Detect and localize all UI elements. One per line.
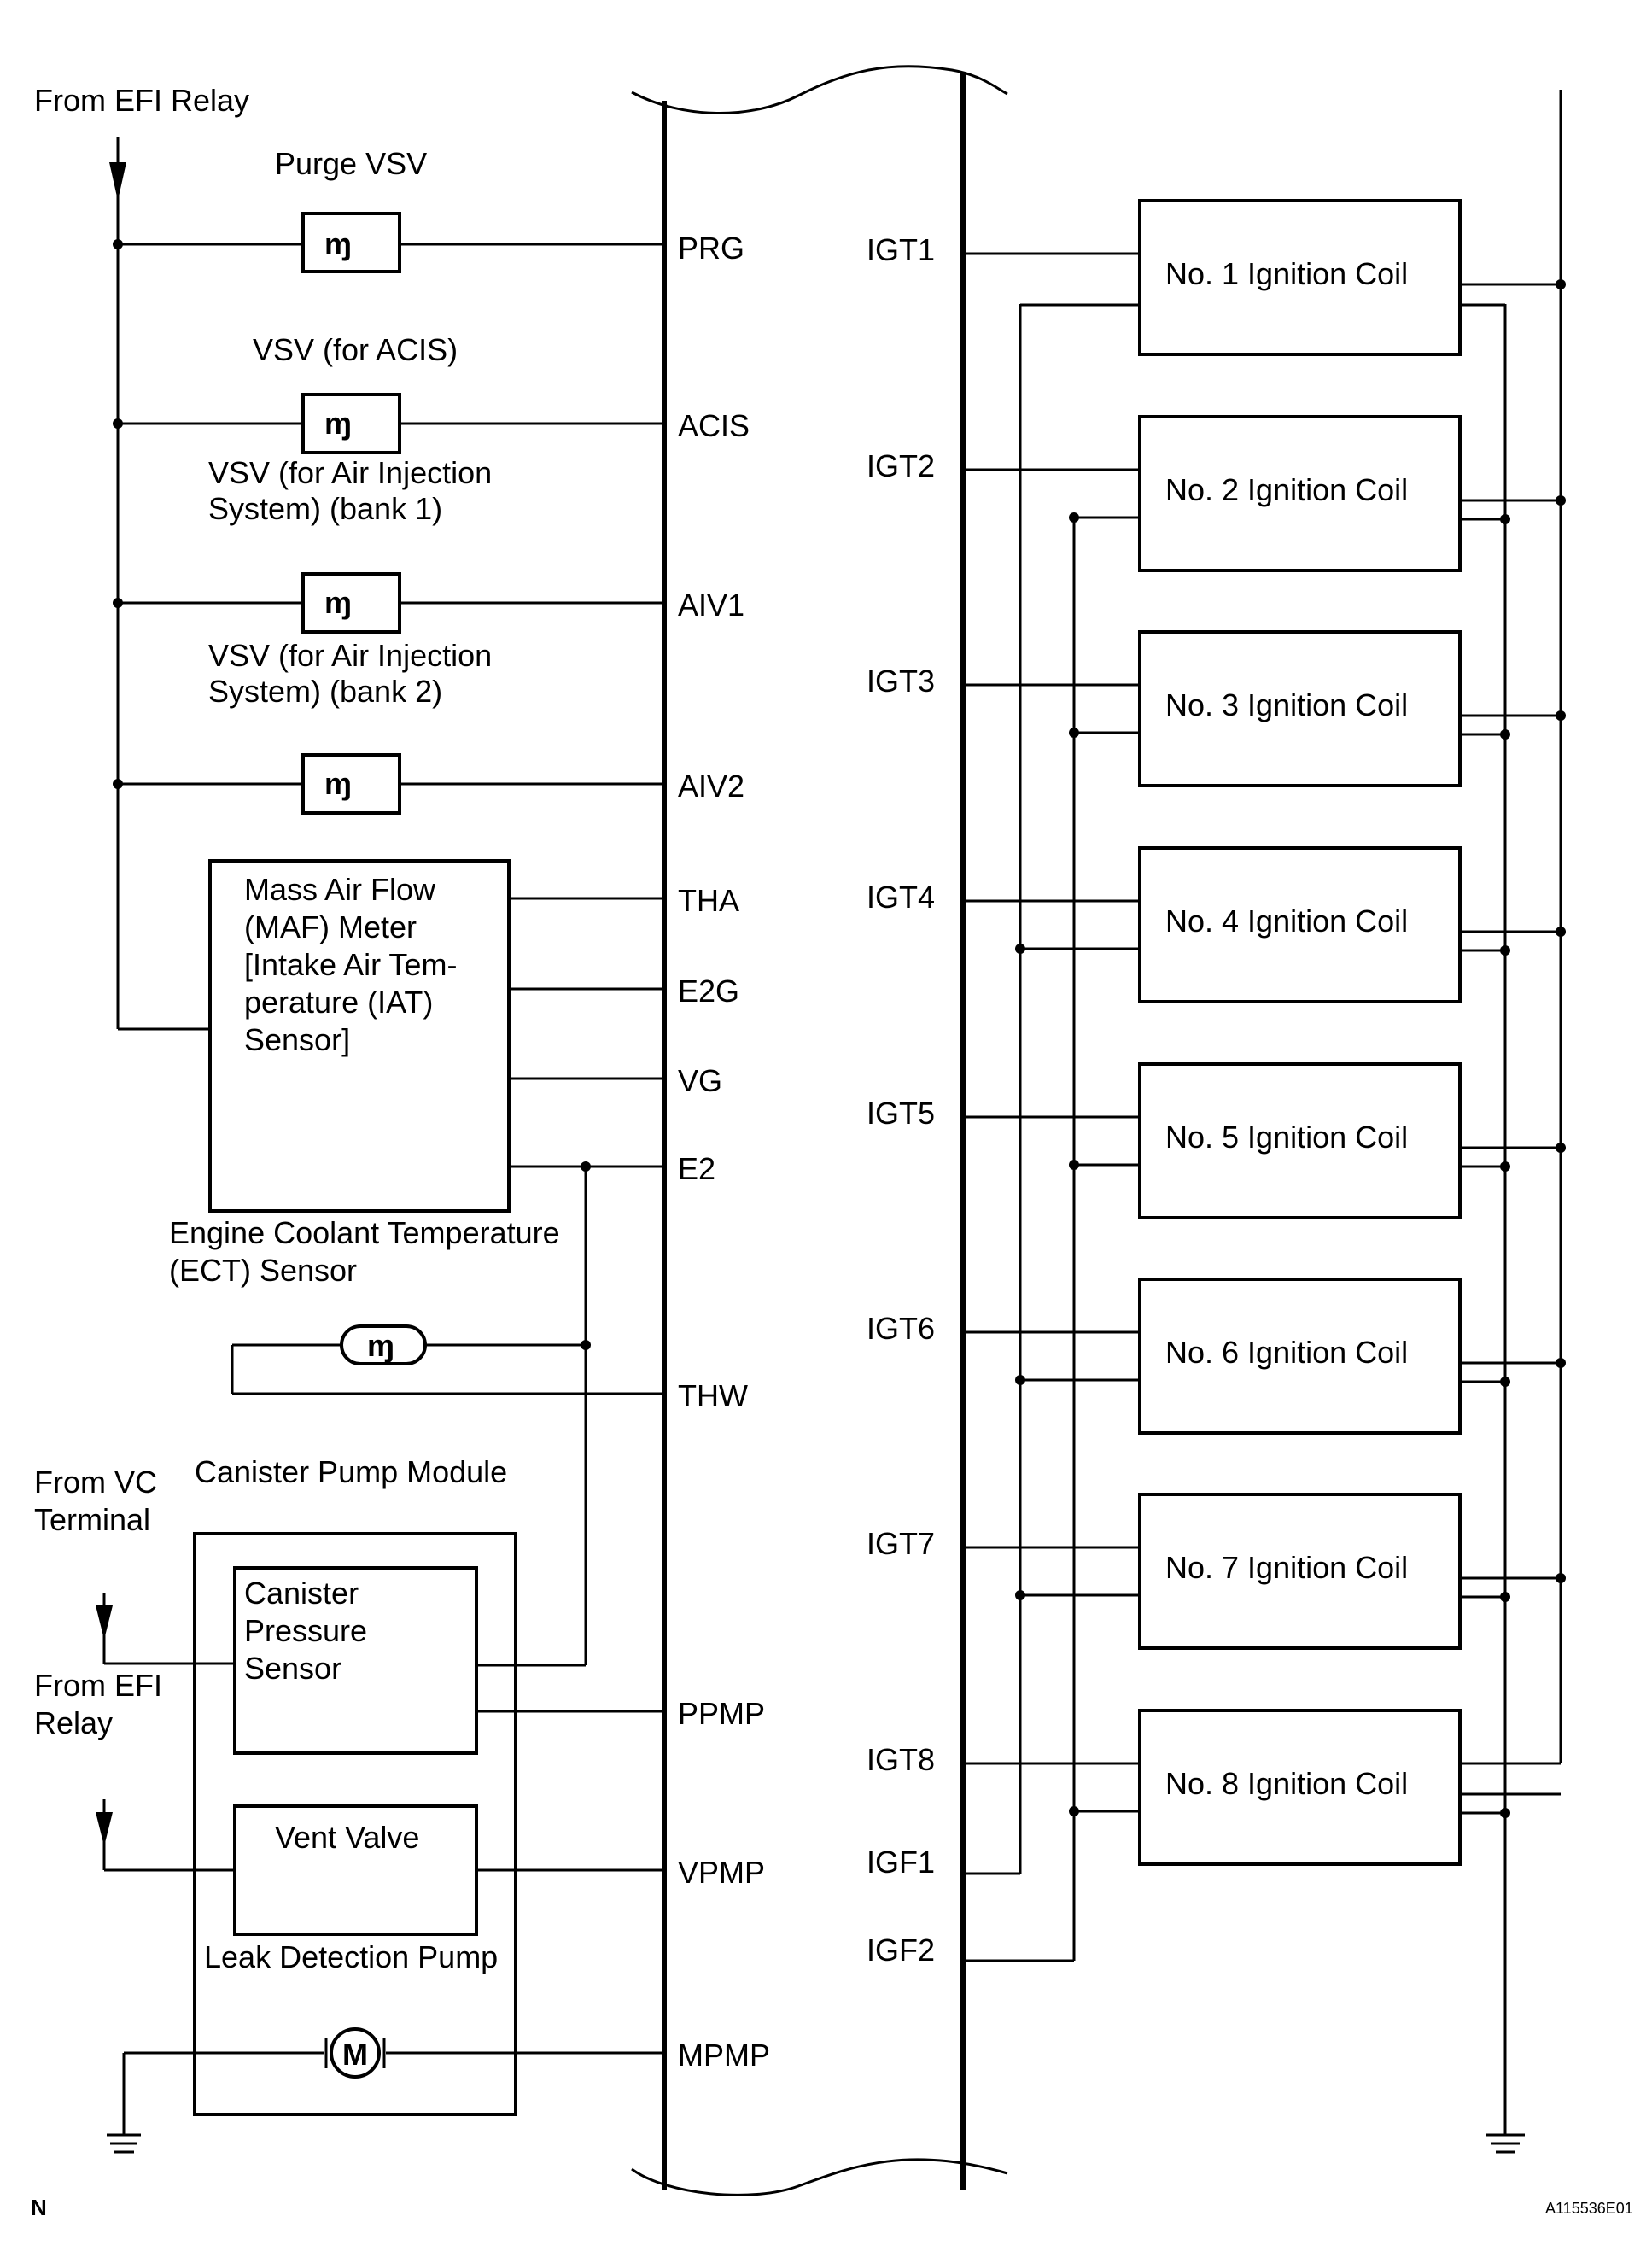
vsv-air-injection-bank2-label-1: VSV (for Air Injection — [208, 638, 492, 673]
e2-ground-bus — [581, 1161, 591, 1665]
maf-label-5: Sensor] — [244, 1022, 350, 1057]
ect-label-1: Engine Coolant Temperature — [169, 1215, 560, 1250]
ignition-coil-box — [1138, 1493, 1462, 1650]
ignition-coil-label: No. 7 Ignition Coil — [1165, 1550, 1408, 1585]
svg-text:ɱ: ɱ — [324, 585, 352, 620]
ignition-coil-8 — [963, 1709, 1561, 1866]
pin-igt4: IGT4 — [867, 880, 935, 915]
canister-sensor-label-1: Canister — [244, 1576, 359, 1611]
pin-igt6: IGT6 — [867, 1311, 935, 1346]
vsv-acis: ɱ — [113, 393, 664, 454]
ignition-coil-box — [1138, 1709, 1462, 1866]
pin-igf1: IGF1 — [867, 1845, 935, 1880]
canister-sensor-label-3: Sensor — [244, 1651, 341, 1686]
maf-label-4: perature (IAT) — [244, 985, 433, 1020]
ignition-coil-2 — [963, 415, 1566, 572]
pin-igt1: IGT1 — [867, 232, 935, 267]
pin-e2: E2 — [678, 1151, 715, 1186]
pin-tha: THA — [678, 883, 739, 918]
ignition-coil-box — [1138, 199, 1462, 356]
canister-pump-module — [96, 1532, 664, 2154]
ignition-coil-7 — [963, 1493, 1566, 1650]
corner-letter: N — [31, 2195, 47, 2220]
svg-text:ɱ: ɱ — [324, 226, 352, 261]
ignition-coil-label: No. 6 Ignition Coil — [1165, 1335, 1408, 1370]
pin-igt2: IGT2 — [867, 448, 935, 483]
ignition-coil-label: No. 8 Ignition Coil — [1165, 1766, 1408, 1801]
pin-igt8: IGT8 — [867, 1742, 935, 1777]
ignition-coil-label: No. 5 Ignition Coil — [1165, 1120, 1408, 1155]
svg-text:ɱ: ɱ — [367, 1328, 394, 1363]
vsv-air-injection-bank1-label-2: System) (bank 1) — [208, 491, 442, 526]
vsv-air-injection-bank2: ɱ — [113, 753, 664, 815]
purge-vsv-label: Purge VSV — [275, 146, 427, 181]
ignition-coil-label: No. 1 Ignition Coil — [1165, 256, 1408, 291]
pin-e2g: E2G — [678, 974, 739, 1009]
figure-code: A115536E01 — [1545, 2200, 1633, 2217]
pin-thw: THW — [678, 1378, 748, 1413]
ignition-coil-6 — [963, 1278, 1566, 1435]
maf-label-1: Mass Air Flow — [244, 872, 436, 907]
ignition-coil-label: No. 4 Ignition Coil — [1165, 903, 1408, 939]
ect-label-2: (ECT) Sensor — [169, 1253, 357, 1288]
pin-ppmp: PPMP — [678, 1696, 765, 1731]
efi-relay-arrow — [109, 137, 210, 1031]
from-vc-label-2: Terminal — [34, 1502, 150, 1537]
ignition-coil-5 — [963, 1062, 1566, 1219]
ignition-coil-box — [1138, 1062, 1462, 1219]
maf-meter — [208, 859, 664, 1213]
leak-detection-pump-label: Leak Detection Pump — [204, 1939, 498, 1974]
svg-text:ɱ: ɱ — [324, 766, 352, 801]
pin-acis: ACIS — [678, 408, 750, 443]
from-vc-label-1: From VC — [34, 1465, 157, 1500]
pin-aiv1: AIV1 — [678, 588, 744, 623]
purge-vsv: ɱ — [113, 212, 664, 273]
pin-igf2: IGF2 — [867, 1933, 935, 1968]
ect-sensor: ɱ — [231, 1324, 664, 1395]
ignition-coil-1 — [963, 199, 1566, 356]
maf-label-3: [Intake Air Tem- — [244, 947, 457, 982]
pin-aiv2: AIV2 — [678, 769, 744, 804]
pin-prg: PRG — [678, 231, 744, 266]
vsv-air-injection-bank2-label-2: System) (bank 2) — [208, 674, 442, 709]
pin-igt5: IGT5 — [867, 1096, 935, 1131]
from-efi-relay2-label-1: From EFI — [34, 1668, 162, 1703]
pin-igt7: IGT7 — [867, 1526, 935, 1561]
svg-text:ɱ: ɱ — [324, 406, 352, 441]
ecu-outline — [631, 65, 1008, 2196]
vent-valve-label: Vent Valve — [275, 1820, 419, 1855]
pin-igt3: IGT3 — [867, 664, 935, 699]
vsv-air-injection-bank1: ɱ — [113, 572, 664, 634]
ignition-coil-box — [1138, 630, 1462, 787]
ignition-coil-label: No. 2 Ignition Coil — [1165, 472, 1408, 507]
pin-vpmp: VPMP — [678, 1855, 765, 1890]
ignition-coil-3 — [963, 630, 1566, 787]
canister-sensor-label-2: Pressure — [244, 1613, 367, 1648]
ignition-coil-box — [1138, 415, 1462, 572]
maf-label-2: (MAF) Meter — [244, 909, 417, 944]
ignition-coil-label: No. 3 Ignition Coil — [1165, 687, 1408, 722]
from-efi-relay2-label-2: Relay — [34, 1705, 113, 1740]
ignition-coil-4 — [963, 846, 1566, 1003]
canister-pump-module-label: Canister Pump Module — [195, 1454, 507, 1489]
ignition-coil-box — [1138, 846, 1462, 1003]
vsv-air-injection-bank1-label-1: VSV (for Air Injection — [208, 455, 492, 490]
vsv-acis-label: VSV (for ACIS) — [253, 332, 458, 367]
motor-symbol: M — [342, 2037, 368, 2072]
pin-mpmp: MPMP — [678, 2038, 770, 2073]
from-efi-relay-label: From EFI Relay — [34, 83, 249, 118]
pin-vg: VG — [678, 1063, 722, 1098]
ignition-coil-box — [1138, 1278, 1462, 1435]
